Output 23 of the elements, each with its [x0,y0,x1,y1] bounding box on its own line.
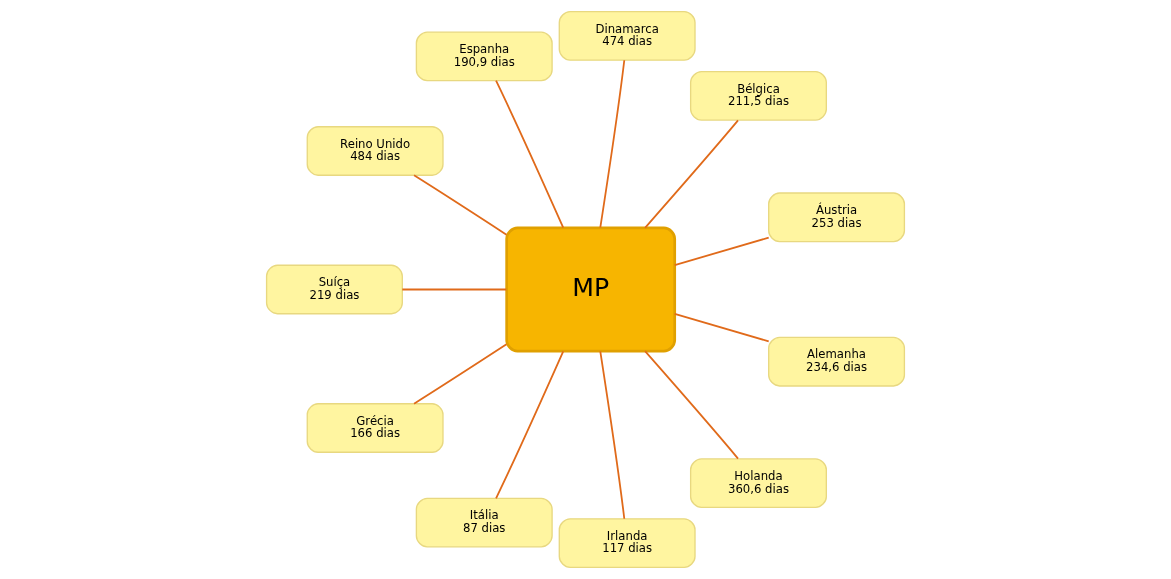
node-box: Bélgica 211,5 dias [689,70,827,121]
connector [673,313,770,343]
connector [673,236,770,266]
node-box: Itália 87 dias [415,497,553,548]
node-box: Reino Unido 484 dias [306,126,444,176]
node-box: MP [505,226,677,353]
connector [644,350,739,460]
node-box: Grécia 166 dias [306,403,444,453]
node-box: Alemanha 234,6 dias [768,336,906,387]
node-box: Espanha 190,9 dias [415,31,553,82]
node-box: Áustria 253 dias [768,192,906,243]
node-box: Holanda 360,6 dias [689,458,827,509]
connector [413,174,508,236]
connector [495,79,565,229]
node-box: Suíça 219 dias [265,264,403,315]
connector [599,350,626,520]
connector [495,350,565,500]
connector [413,343,508,405]
connector [401,288,508,291]
connector [644,119,739,229]
connector [599,59,626,229]
node-box: Dinamarca 474 dias [558,10,696,61]
node-box: Irlanda 117 dias [558,518,696,569]
